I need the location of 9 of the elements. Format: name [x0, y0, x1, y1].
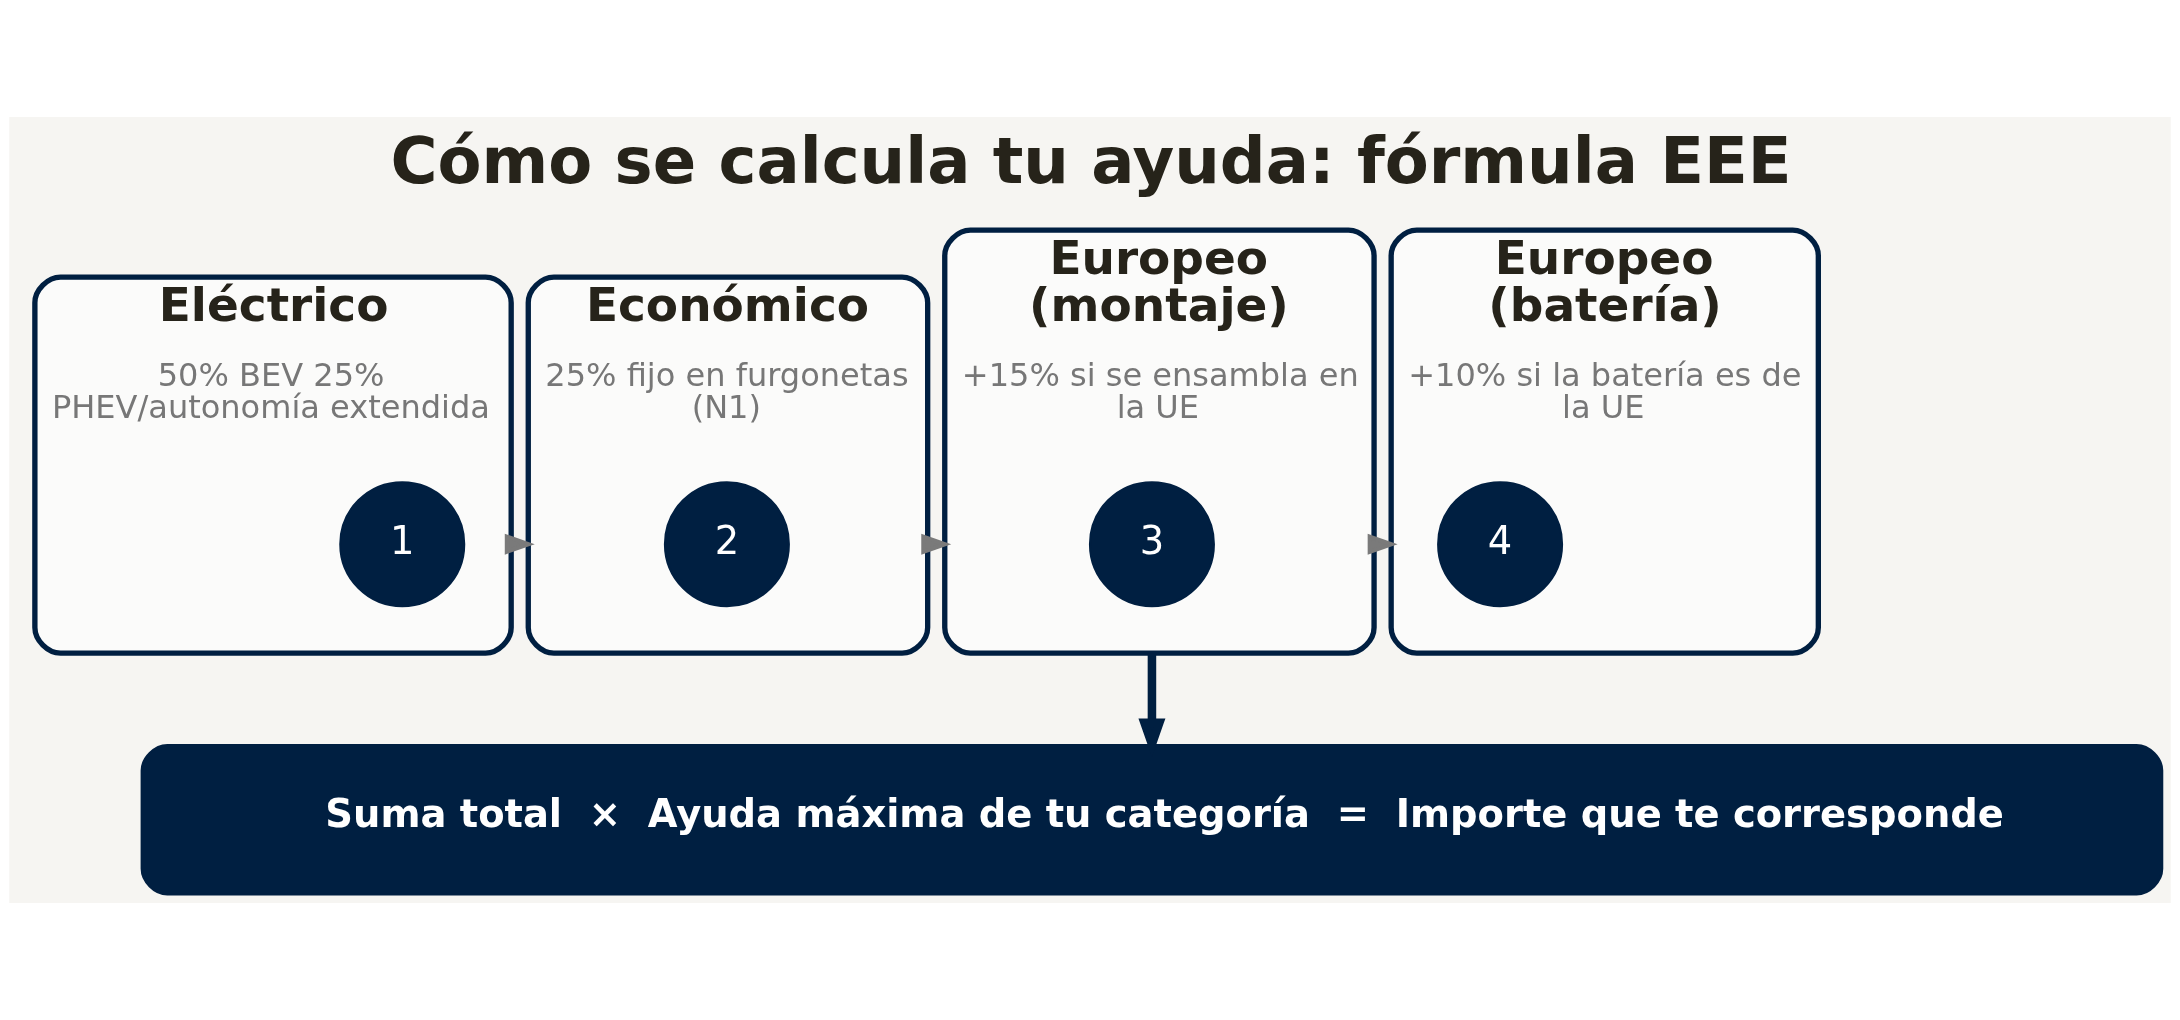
arrow: [921, 533, 952, 555]
arrow: [504, 533, 535, 555]
node-circle: 2: [663, 481, 790, 608]
arrow: [1367, 533, 1398, 555]
node-box: Suma total × Ayuda máxima de tu categoría = Importe que te corresponde: [140, 743, 2164, 896]
node-circle: 4: [1437, 481, 1564, 608]
diagram-title: Cómo se calcula tu ayuda: fórmula EEE: [390, 124, 1792, 199]
node-circle: 3: [1088, 481, 1215, 608]
node-circle: 1: [339, 481, 466, 608]
